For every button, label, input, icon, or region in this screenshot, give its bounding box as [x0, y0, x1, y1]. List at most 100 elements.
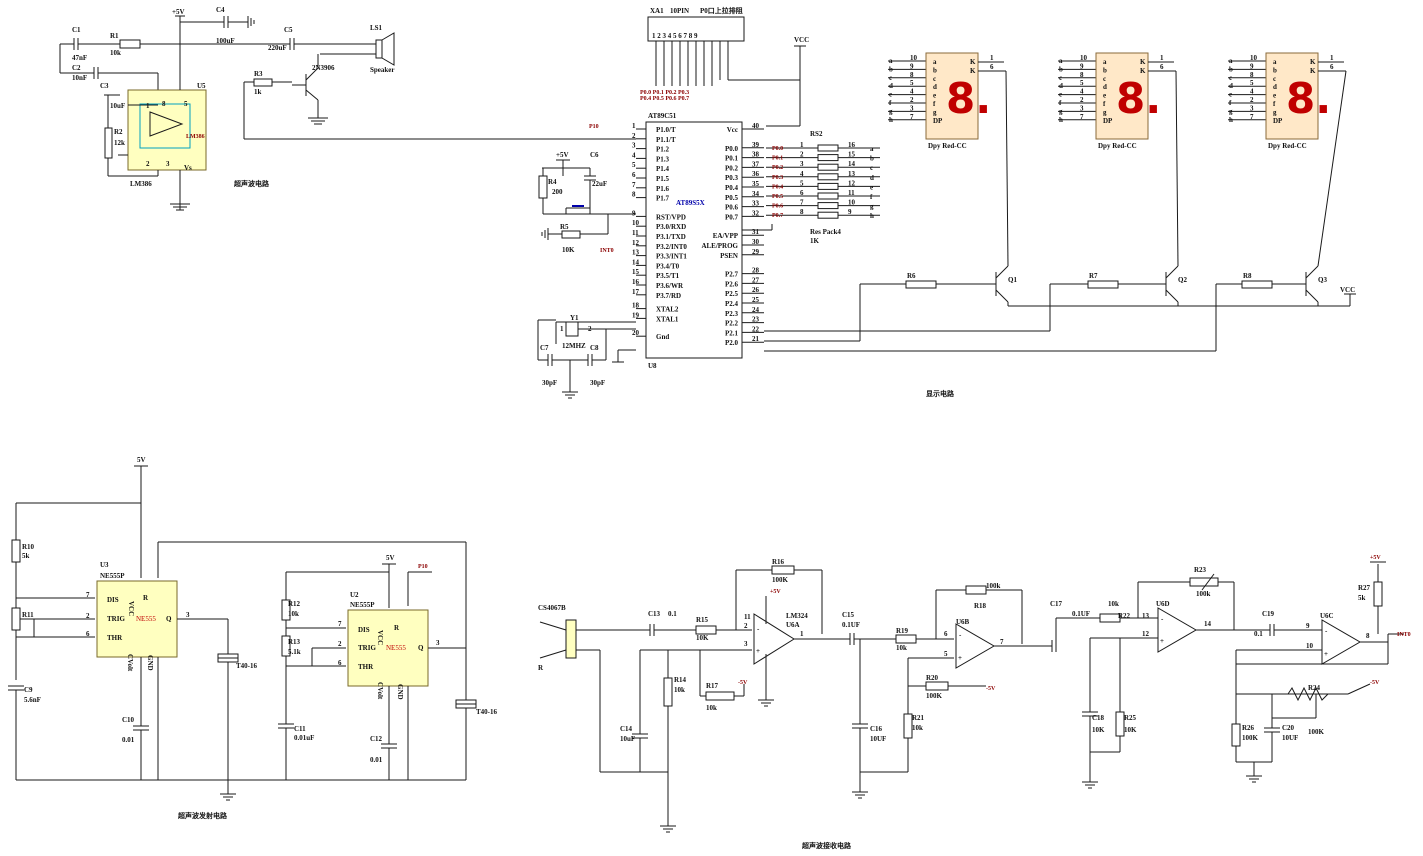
rp-left-pin: 1	[800, 141, 804, 149]
digit-seg-letter: e	[1273, 92, 1276, 100]
r17-ref: R17	[706, 682, 719, 690]
mcu-left-pin-label: RST/VPD	[656, 213, 686, 221]
digit-seg-letter: c	[933, 75, 936, 83]
digit-pin-num: 4	[1250, 88, 1254, 96]
digit-seg-letter: DP	[933, 117, 943, 125]
tx-power-1: 5V	[137, 456, 146, 464]
digit-seg-net: g	[1229, 107, 1233, 115]
mcu-right-pin-label: P2.1	[725, 329, 739, 337]
mcu-right-pin-label: P0.7	[725, 213, 739, 221]
u6d-ref: U6D	[1156, 600, 1170, 608]
q-emitter	[995, 289, 1009, 303]
r17-resistor	[705, 691, 735, 701]
r5-ref: R5	[560, 223, 569, 231]
r4-resistor	[538, 175, 548, 199]
r11-ref: R11	[22, 611, 34, 619]
r23-ref: R23	[1194, 566, 1207, 574]
r-driver-ref: R7	[1089, 272, 1098, 280]
digit-seg-letter: b	[1273, 66, 1277, 74]
r4-ref: R4	[548, 178, 557, 186]
q-part: 2N3906	[312, 64, 335, 72]
mcu-right-pin-label: P2.5	[725, 290, 739, 298]
rp-net-label: P0.4	[772, 184, 783, 190]
speaker-icon	[381, 32, 395, 66]
mcu-right-pin-label: P2.3	[725, 310, 739, 318]
vcc-label-top: VCC	[794, 36, 809, 44]
c9-ref: C9	[24, 686, 33, 694]
mcu-right-pin-label: EA/VPP	[713, 232, 739, 240]
echo-power-label: +5V	[172, 8, 185, 16]
header-ref: XA1	[650, 7, 664, 15]
tx-power-2: 5V	[386, 554, 395, 562]
mcu-left-pin-num: 8	[632, 191, 636, 199]
u2-r: R	[394, 624, 400, 632]
svg-text:+: +	[958, 654, 962, 662]
rp-ref: RS2	[810, 130, 823, 138]
u3-pin3: 3	[186, 611, 190, 619]
rp-seg-label: b	[870, 155, 874, 163]
mcu-int0-net: INT0	[600, 248, 614, 254]
mcu-left-pin-num: 9	[632, 209, 636, 217]
u6a-sub: U6A	[786, 621, 800, 629]
u2-pin6: 6	[338, 659, 342, 667]
digit-pin-num: 4	[910, 88, 914, 96]
u6b-ref: U6B	[956, 618, 970, 626]
r18-ref: R18	[974, 602, 987, 610]
digit-seg-net: f	[1059, 99, 1062, 107]
u6a-ref: LM324	[786, 612, 808, 620]
digit-k-pin: 6	[1160, 63, 1164, 71]
rp-right-pin: 11	[848, 189, 855, 197]
digit-seg-net: a	[1059, 57, 1063, 65]
mcu-left-pin-label: P1.6	[656, 185, 670, 193]
xtal-value: 12MHZ	[562, 342, 586, 350]
mcu-right-pins: 40Vcc39P0.038P0.137P0.236P0.335P0.434P0.…	[701, 122, 764, 347]
mcu-right-pin-num: 38	[752, 151, 760, 159]
speaker-ref: LS1	[370, 24, 383, 32]
speaker-name: Speaker	[370, 66, 395, 74]
r24-resistor	[1287, 686, 1329, 702]
c18-value: 10K	[1092, 726, 1105, 734]
mcu-right-pin-label: Vcc	[727, 126, 738, 134]
digit-name: Dpy Red-CC	[928, 142, 967, 150]
c10-value: 0.01	[122, 736, 135, 744]
c14-ref: C14	[620, 725, 633, 733]
c2-value: 10nF	[72, 74, 87, 82]
mcu-left-pin-num: 4	[632, 151, 636, 159]
rp-right-pin: 13	[848, 170, 856, 178]
digit-seg-net: h	[1059, 116, 1063, 124]
mcu-right-pin-label: P0.1	[725, 155, 739, 163]
digit-seg-net: f	[889, 99, 892, 107]
r24-value: 100K	[1308, 728, 1325, 736]
u2-chip	[347, 609, 429, 687]
mcu-right-pin-num: 25	[752, 296, 760, 304]
mcu-right-pin-num: 28	[752, 267, 760, 275]
digit-k1: K	[1310, 58, 1316, 66]
digit-seg-net: b	[1229, 65, 1233, 73]
u2-q: Q	[418, 644, 424, 652]
u5-pin5: 5	[184, 100, 188, 108]
mcu-left-pin-num: 2	[632, 132, 636, 140]
rp-seg-label: c	[870, 164, 873, 172]
r15-value: 10K	[696, 634, 709, 642]
display-title: 显示电路	[926, 389, 955, 398]
digit-figure: 8.	[1116, 74, 1161, 123]
digit-seg-letter: e	[1103, 92, 1106, 100]
svg-text:+: +	[756, 647, 760, 655]
mcu-right-pin-num: 30	[752, 238, 760, 246]
rp-seg-label: h	[870, 212, 874, 220]
sensor-icon	[565, 619, 577, 659]
u5-amp-icon	[149, 111, 184, 137]
r22-ref: R22	[1118, 612, 1131, 620]
c3-value: 10uF	[110, 102, 125, 110]
u2-vcc: VCC	[376, 630, 384, 645]
mcu-left-pin-label: P3.1/TXD	[656, 233, 686, 241]
c6-value: 22uF	[592, 180, 607, 188]
rp-left-pin: 7	[800, 199, 804, 207]
seven-seg-display	[1265, 52, 1319, 140]
mcu-right-pin-num: 36	[752, 170, 760, 178]
mcu-right-pin-num: 21	[752, 335, 760, 343]
